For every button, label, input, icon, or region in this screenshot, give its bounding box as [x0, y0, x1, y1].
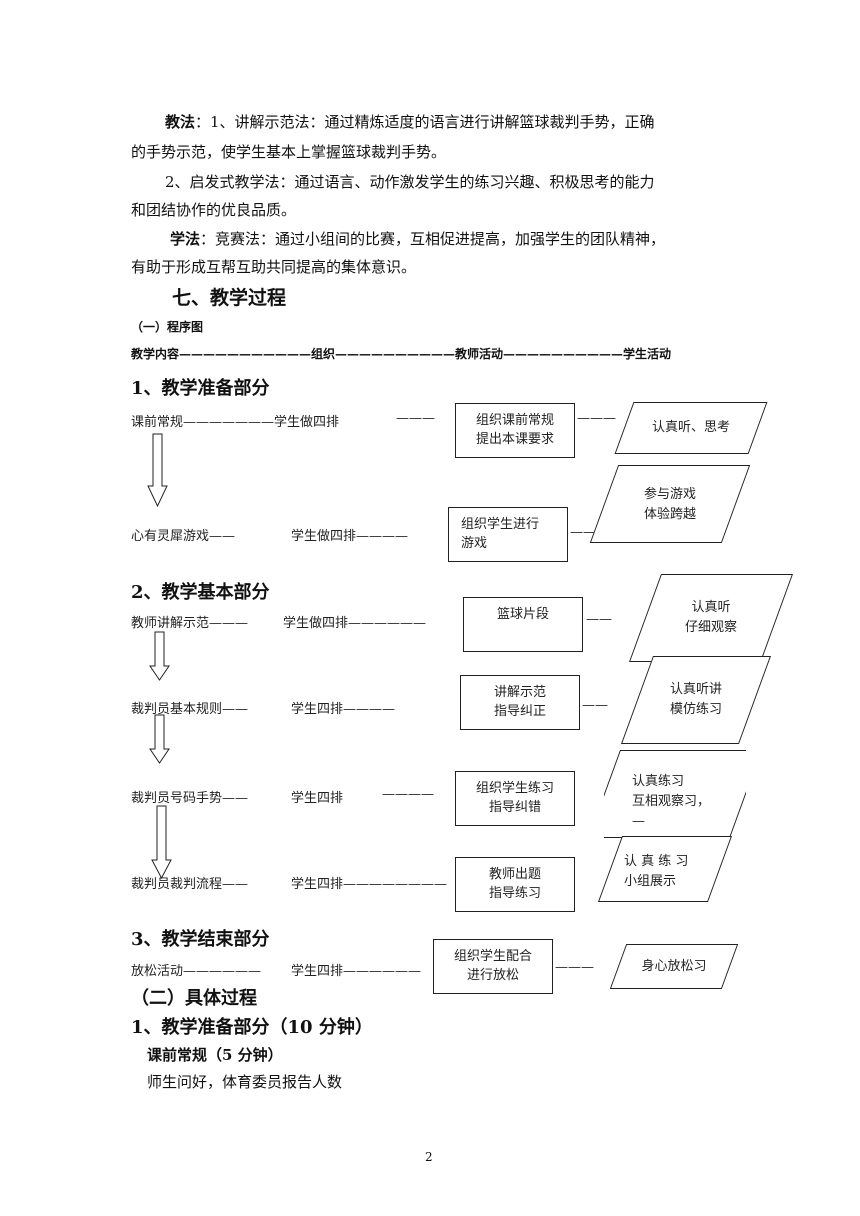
flow-row7-teacher-box: 组织学生配合 进行放松: [433, 939, 553, 994]
flow-row2-teacher-line1: 组织学生进行: [461, 517, 540, 532]
flow-row6-student-line1: 认 真 练 习: [624, 854, 689, 869]
flow-row7-content: 放松活动——————: [131, 964, 262, 979]
flow-row4-content: 裁判员基本规则——: [131, 702, 249, 717]
flow-row1-teacher-line1: 组织课前常规: [475, 413, 554, 428]
flow-row1-dash2: ———: [577, 411, 616, 426]
flow-row1-student-line1: 认真听、思考: [651, 420, 730, 435]
sub-heading-program: （一）程序图: [131, 320, 204, 334]
flow-header: 教学内容———————————组织——————————教师活动—————————…: [131, 347, 672, 361]
flow-row5-org: 学生四排: [291, 791, 344, 806]
flow-row5-teacher-line1: 组织学生练习: [475, 781, 554, 796]
flow-row4-teacher-box: 讲解示范 指导纠正: [460, 675, 580, 730]
flow-row5-student-line2: 互相观察习，: [632, 794, 711, 809]
flow-row2-org: 学生做四排————: [291, 529, 409, 544]
flow-row6-teacher-line2: 指导练习: [488, 886, 541, 901]
down-arrow-3: [149, 714, 170, 764]
flow-row6-student-box: 认 真 练 习 小组展示: [597, 836, 733, 902]
flow-row2-teacher-box: 组织学生进行 游戏: [448, 507, 568, 562]
jiaofa-text-1: ：1、讲解示范法：通过精炼适度的语言进行讲解篮球裁判手势，正确: [195, 113, 655, 131]
jiaofa-line-4: 和团结协作的优良品质。: [131, 201, 297, 219]
flow-row4-student-line2: 模仿练习: [669, 702, 722, 717]
routine-text: 师生问好，体育委员报告人数: [147, 1073, 343, 1091]
heading-detail: （二）具体过程: [131, 988, 257, 1009]
flow-row3-dash: ——: [586, 612, 612, 627]
flow-row5-dash: ————: [382, 787, 434, 802]
flow-row3-student-line2: 仔细观察: [684, 620, 737, 635]
flow-row5-student-line1: 认真练习: [632, 774, 685, 789]
flow-row7-teacher-line1: 组织学生配合: [453, 949, 532, 964]
flow-row3-student-line1: 认真听: [691, 600, 731, 615]
flow-row5-student-box: 认真练习 互相观察习， —: [604, 750, 746, 838]
jiaofa-line-2: 的手势示范，使学生基本上掌握篮球裁判手势。: [131, 143, 447, 161]
flow-row5-content: 裁判员号码手势——: [131, 791, 249, 806]
flow-row7-student-box: 身心放松习: [609, 944, 739, 989]
heading-part2: 2、教学基本部分: [131, 582, 270, 603]
flow-row4-teacher-line2: 指导纠正: [493, 704, 546, 719]
flow-row7-org: 学生四排——————: [291, 964, 422, 979]
flow-row3-teacher-line1: 篮球片段: [496, 607, 549, 622]
flow-row4-student-line1: 认真听讲: [669, 682, 722, 697]
flow-row6-content: 裁判员裁判流程——: [131, 877, 249, 892]
flow-row5-teacher-box: 组织学生练习 指导纠错: [455, 771, 575, 826]
page-number: 2: [425, 1150, 433, 1164]
xuefa-line-1: 学法：竞赛法：通过小组间的比赛，互相促进提高，加强学生的团队精神，: [170, 229, 665, 249]
flow-row6-teacher-box: 教师出题 指导练习: [455, 857, 575, 912]
flow-row2-teacher-line2: 游戏: [461, 536, 488, 551]
flow-row4-org: 学生四排————: [291, 702, 396, 717]
xuefa-label: 学法: [170, 230, 201, 248]
flow-row1-content: 课前常规———————学生做四排: [131, 415, 340, 430]
heading-part3: 3、教学结束部分: [131, 929, 270, 950]
down-arrow-1: [147, 433, 168, 508]
flow-row2-student-box: 参与游戏 体验跨越: [589, 465, 751, 543]
flow-row1-teacher-box: 组织课前常规 提出本课要求: [455, 403, 575, 458]
jiaofa-line-1: 教法：1、讲解示范法：通过精炼适度的语言进行讲解篮球裁判手势，正确: [165, 112, 655, 132]
heading-routine: 课前常规（5 分钟）: [147, 1046, 283, 1064]
flow-row7-dash: ———: [555, 960, 594, 975]
section-heading-process: 七、教学过程: [172, 287, 287, 309]
flow-row4-student-box: 认真听讲 模仿练习: [620, 656, 772, 744]
flow-row4-teacher-line1: 讲解示范: [493, 685, 546, 700]
flow-row1-dash: ———: [396, 411, 435, 426]
flow-row6-org: 学生四排————————: [291, 877, 448, 892]
flow-row1-teacher-line2: 提出本课要求: [475, 432, 554, 447]
xuefa-text-1: ：竞赛法：通过小组间的比赛，互相促进提高，加强学生的团队精神，: [200, 230, 666, 248]
flow-row5-teacher-line2: 指导纠错: [488, 800, 541, 815]
xuefa-line-2: 有助于形成互帮互助共同提高的集体意识。: [131, 258, 417, 276]
flow-row2-student-line1: 参与游戏: [643, 487, 696, 502]
flow-row2-content: 心有灵犀游戏——: [131, 529, 236, 544]
flow-row7-teacher-line2: 进行放松: [466, 968, 519, 983]
heading-detail-part1: 1、教学准备部分（10 分钟）: [131, 1017, 373, 1038]
flow-row3-org: 学生做四排——————: [283, 616, 427, 631]
flow-row5-student-line3: —: [632, 814, 645, 829]
flow-row7-student-line1: 身心放松习: [641, 959, 707, 974]
flow-row1-student-box: 认真听、思考: [614, 402, 768, 454]
heading-part1: 1、教学准备部分: [131, 378, 270, 399]
flow-row6-student-line2: 小组展示: [624, 874, 677, 889]
flow-row2-student-line2: 体验跨越: [643, 507, 696, 522]
jiaofa-label: 教法: [165, 113, 196, 131]
flow-row3-content: 教师讲解示范———: [131, 616, 249, 631]
down-arrow-2: [149, 631, 170, 681]
flow-row4-dash: ——: [582, 698, 608, 713]
down-arrow-4: [151, 805, 172, 880]
flow-row6-teacher-line1: 教师出题: [488, 867, 541, 882]
flow-row3-teacher-box: 篮球片段: [463, 597, 583, 652]
jiaofa-line-3: 2、启发式教学法：通过语言、动作激发学生的练习兴趣、积极思考的能力: [165, 173, 655, 191]
flow-row3-student-box: 认真听 仔细观察: [628, 574, 794, 662]
